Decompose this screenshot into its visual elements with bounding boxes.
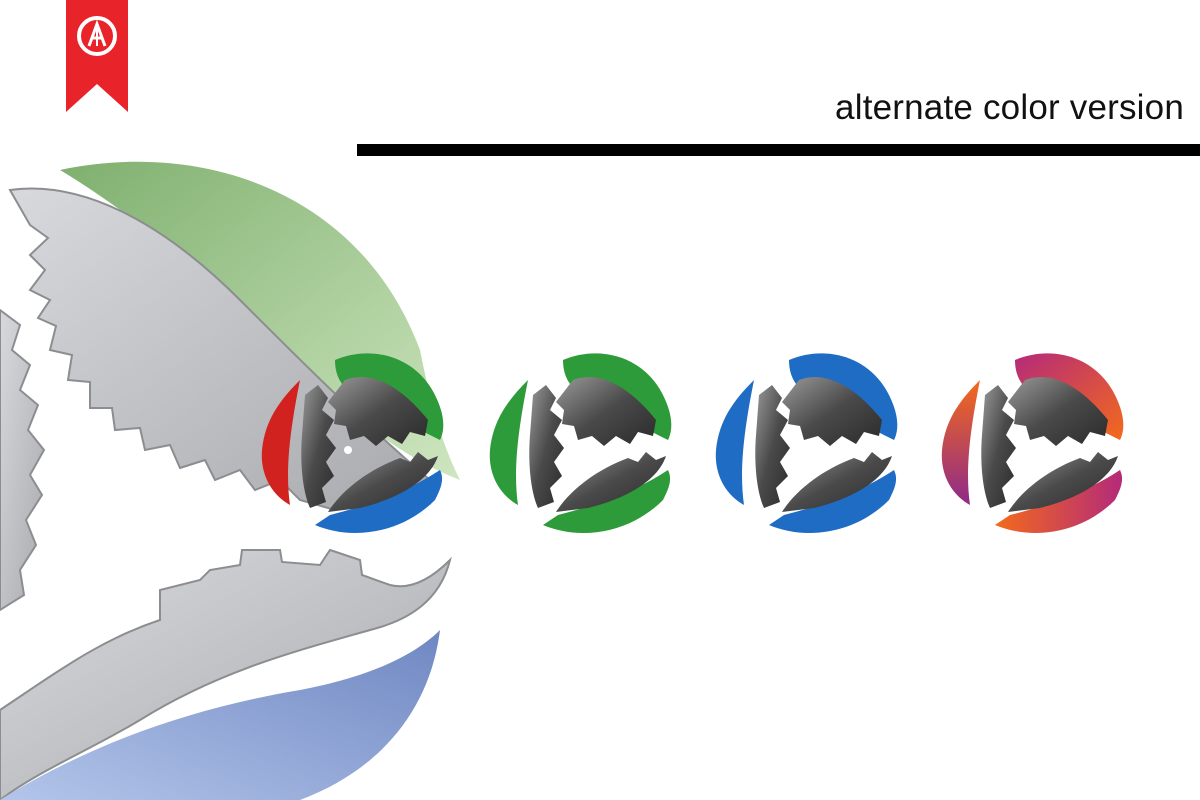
gear-leaf-logo-icon: [261, 353, 444, 533]
gear-leaf-logo-icon: [489, 353, 672, 533]
gear-leaf-logo-icon: [715, 353, 898, 533]
monogram-ribbon-icon: [66, 0, 128, 112]
heading-divider: [357, 144, 1200, 156]
gear-leaf-logo-icon: [941, 353, 1124, 533]
heading: alternate color version: [835, 88, 1184, 127]
